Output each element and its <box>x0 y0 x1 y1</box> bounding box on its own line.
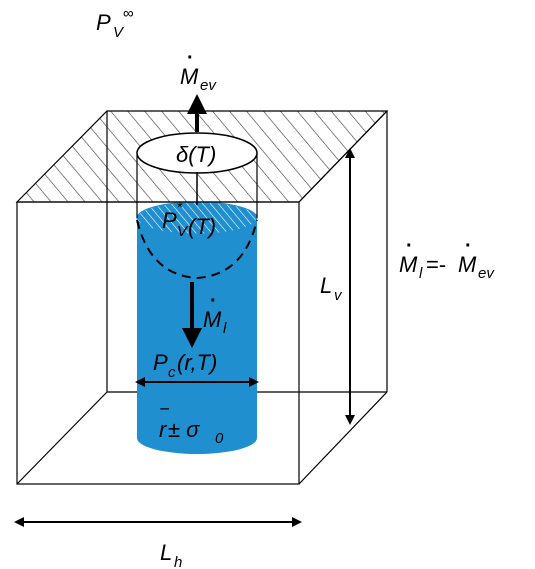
svg-text:=-: =- <box>426 252 446 277</box>
svg-text:± σ: ± σ <box>168 417 200 442</box>
svg-text:·: · <box>210 290 217 312</box>
svg-text:M: M <box>399 252 418 277</box>
svg-text:(r,T): (r,T) <box>177 350 217 375</box>
svg-text:L: L <box>160 540 172 565</box>
label-p-v-star: P V * (T) <box>162 199 216 240</box>
svg-text:V: V <box>113 24 125 41</box>
svg-text:(T): (T) <box>188 214 216 239</box>
svg-text:h: h <box>174 554 182 569</box>
svg-text:ev: ev <box>478 265 495 282</box>
svg-text:P: P <box>162 208 177 233</box>
svg-text:∞: ∞ <box>123 5 134 22</box>
meniscus-curve <box>136 219 258 280</box>
svg-text:V: V <box>177 223 189 240</box>
pore-walls <box>136 153 258 218</box>
svg-text:l: l <box>223 320 227 337</box>
label-m-l: · M l <box>203 290 227 337</box>
svg-text:c: c <box>168 364 176 381</box>
svg-text:M: M <box>458 252 477 277</box>
svg-text:ev: ev <box>200 77 217 94</box>
svg-text:l: l <box>419 265 423 282</box>
svg-text:P: P <box>153 350 168 375</box>
label-delta-t: δ(T) <box>176 142 216 167</box>
svg-text:·: · <box>465 235 472 257</box>
svg-text:M: M <box>180 64 199 89</box>
label-mass-balance: · M l =- · M ev <box>399 235 495 282</box>
label-p-c: P c (r,T) <box>153 350 217 381</box>
label-r-sigma: ‾ r ± σ 0 <box>159 406 224 447</box>
box-front-edges <box>16 110 388 485</box>
svg-text:P: P <box>96 10 111 35</box>
svg-text:v: v <box>334 287 343 304</box>
label-l-v: L v <box>320 273 343 304</box>
svg-text:M: M <box>203 307 222 332</box>
svg-text:·: · <box>406 235 413 257</box>
svg-text:0: 0 <box>215 430 224 447</box>
svg-text:r: r <box>159 417 168 442</box>
svg-text:‾: ‾ <box>160 406 170 431</box>
svg-text:*: * <box>177 199 183 216</box>
label-p-v-infinity: P V ∞ <box>96 5 134 41</box>
label-l-h: L h <box>160 540 182 569</box>
svg-text:L: L <box>320 273 332 298</box>
label-m-ev: · M ev <box>180 47 217 94</box>
svg-text:·: · <box>187 47 194 69</box>
